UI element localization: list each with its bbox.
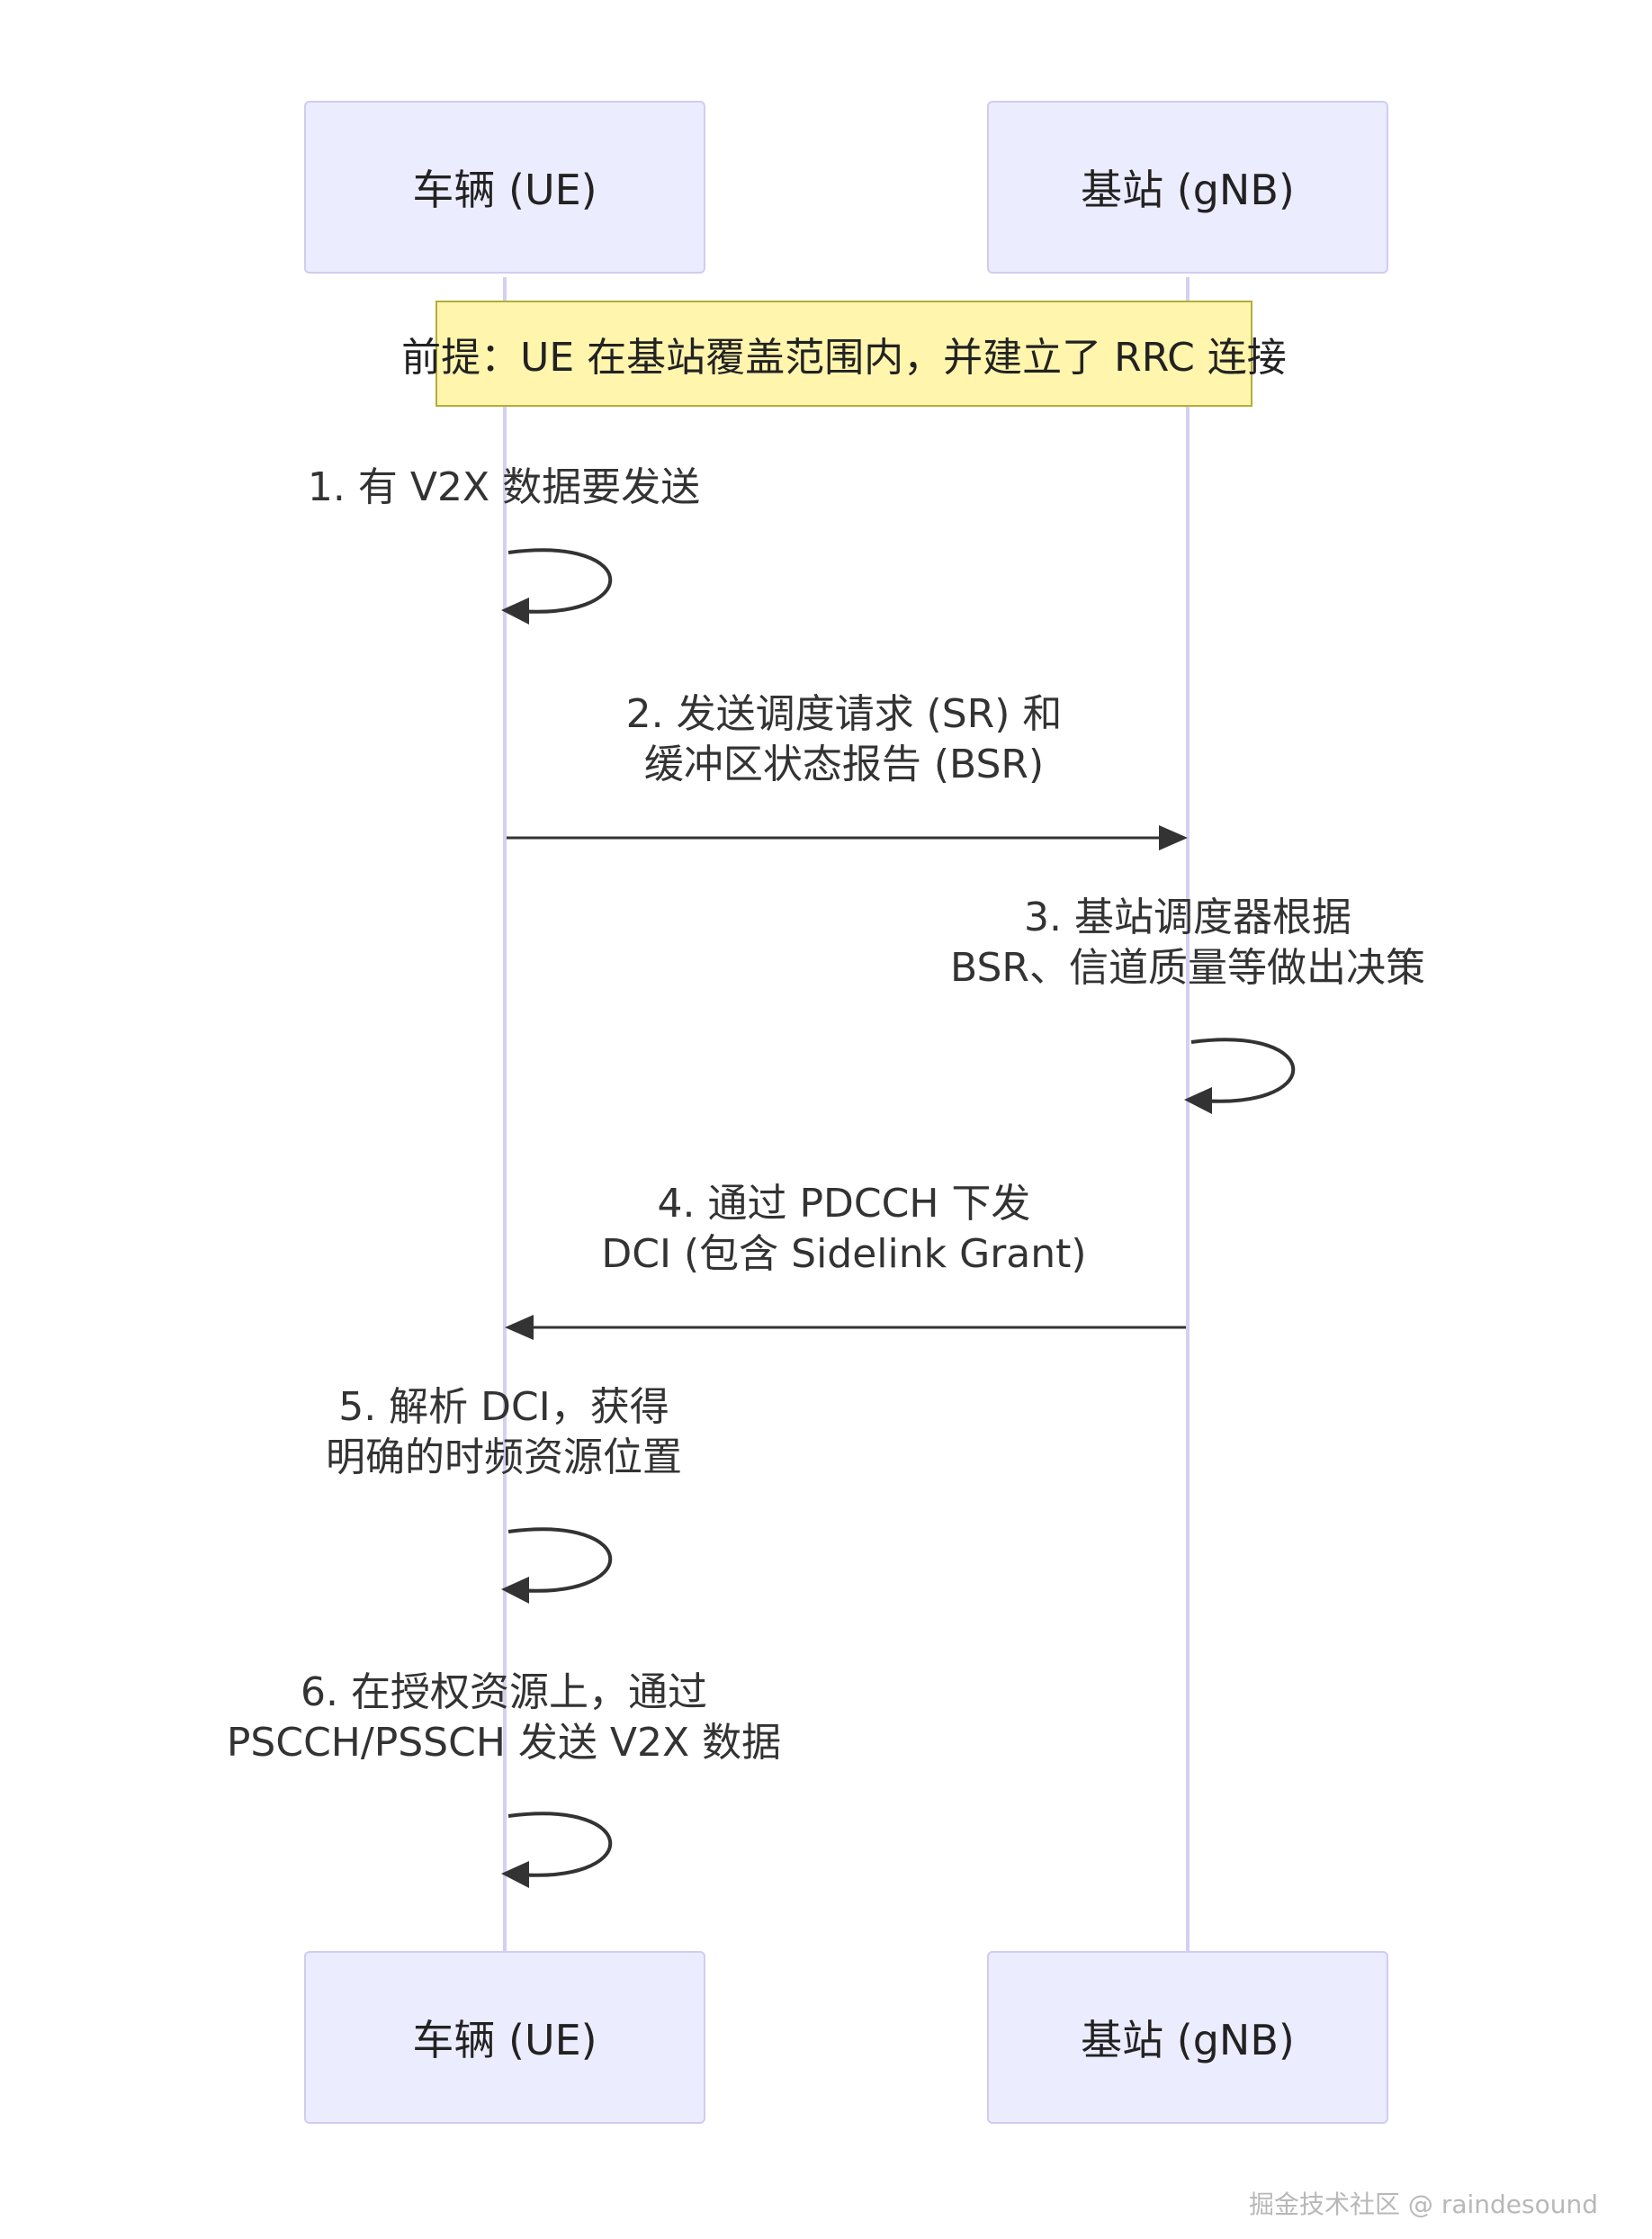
message-label-5-line-2: 明确的时频资源位置 [326,1434,682,1480]
message-label-2-line-2: 缓冲区状态报告 (BSR) [643,742,1045,787]
message-label-5-line-1: 5. 解析 DCI，获得 [338,1384,669,1430]
self-arrow-6-head [501,1861,529,1888]
message-label-4-line-2: DCI (包含 Sidelink Grant) [601,1231,1087,1277]
message-label-3: 3. 基站调度器根据 BSR、信道质量等做出决策 [900,893,1476,994]
ue-lifeline [503,277,507,1958]
message-label-4-line-1: 4. 通过 PDCCH 下发 [657,1181,1031,1227]
gnb-lifeline [1186,277,1190,1958]
ue-actor-top-label: 车辆 (UE) [412,166,597,214]
self-arrow-5-head [501,1577,529,1604]
arrow-ue-to-gnb-head [1159,825,1188,850]
message-label-5: 5. 解析 DCI，获得 明确的时频资源位置 [234,1382,774,1483]
gnb-actor-bottom-label: 基站 (gNB) [1081,2016,1295,2064]
self-arrow-5 [507,1527,612,1593]
message-label-2: 2. 发送调度请求 (SR) 和 缓冲区状态报告 (BSR) [540,689,1148,790]
watermark: 掘金技术社区 @ raindesound [1249,2190,1598,2219]
message-label-6-line-1: 6. 在授权资源上，通过 [301,1669,707,1715]
self-arrow-3-head [1184,1087,1212,1114]
self-arrow-1-head [501,598,529,625]
message-label-2-line-1: 2. 发送调度请求 (SR) 和 [625,691,1063,737]
ue-actor-bottom: 车辆 (UE) [304,1951,705,2124]
precondition-note [435,301,1252,407]
ue-actor-top: 车辆 (UE) [304,101,705,274]
precondition-note-text: 前提：UE 在基站覆盖范围内，并建立了 RRC 连接 [401,335,1287,381]
message-label-3-line-1: 3. 基站调度器根据 [1024,895,1351,940]
message-label-6: 6. 在授权资源上，通过 PSCCH/PSSCH 发送 V2X 数据 [180,1668,828,1768]
message-label-4: 4. 通过 PDCCH 下发 DCI (包含 Sidelink Grant) [540,1179,1148,1280]
message-label-1: 1. 有 V2X 数据要发送 [234,463,774,513]
gnb-actor-top-label: 基站 (gNB) [1081,166,1295,214]
self-arrow-1 [507,548,612,614]
ue-actor-bottom-label: 车辆 (UE) [412,2016,597,2064]
message-label-3-line-2: BSR、信道质量等做出决策 [950,945,1425,991]
gnb-actor-bottom: 基站 (gNB) [987,1951,1388,2124]
arrow-gnb-to-ue-head [505,1315,534,1340]
self-arrow-3 [1190,1038,1295,1103]
message-label-6-line-2: PSCCH/PSSCH 发送 V2X 数据 [226,1720,782,1766]
self-arrow-6 [507,1812,612,1877]
gnb-actor-top: 基站 (gNB) [987,101,1388,274]
message-label-1-line-1: 1. 有 V2X 数据要发送 [307,464,701,510]
